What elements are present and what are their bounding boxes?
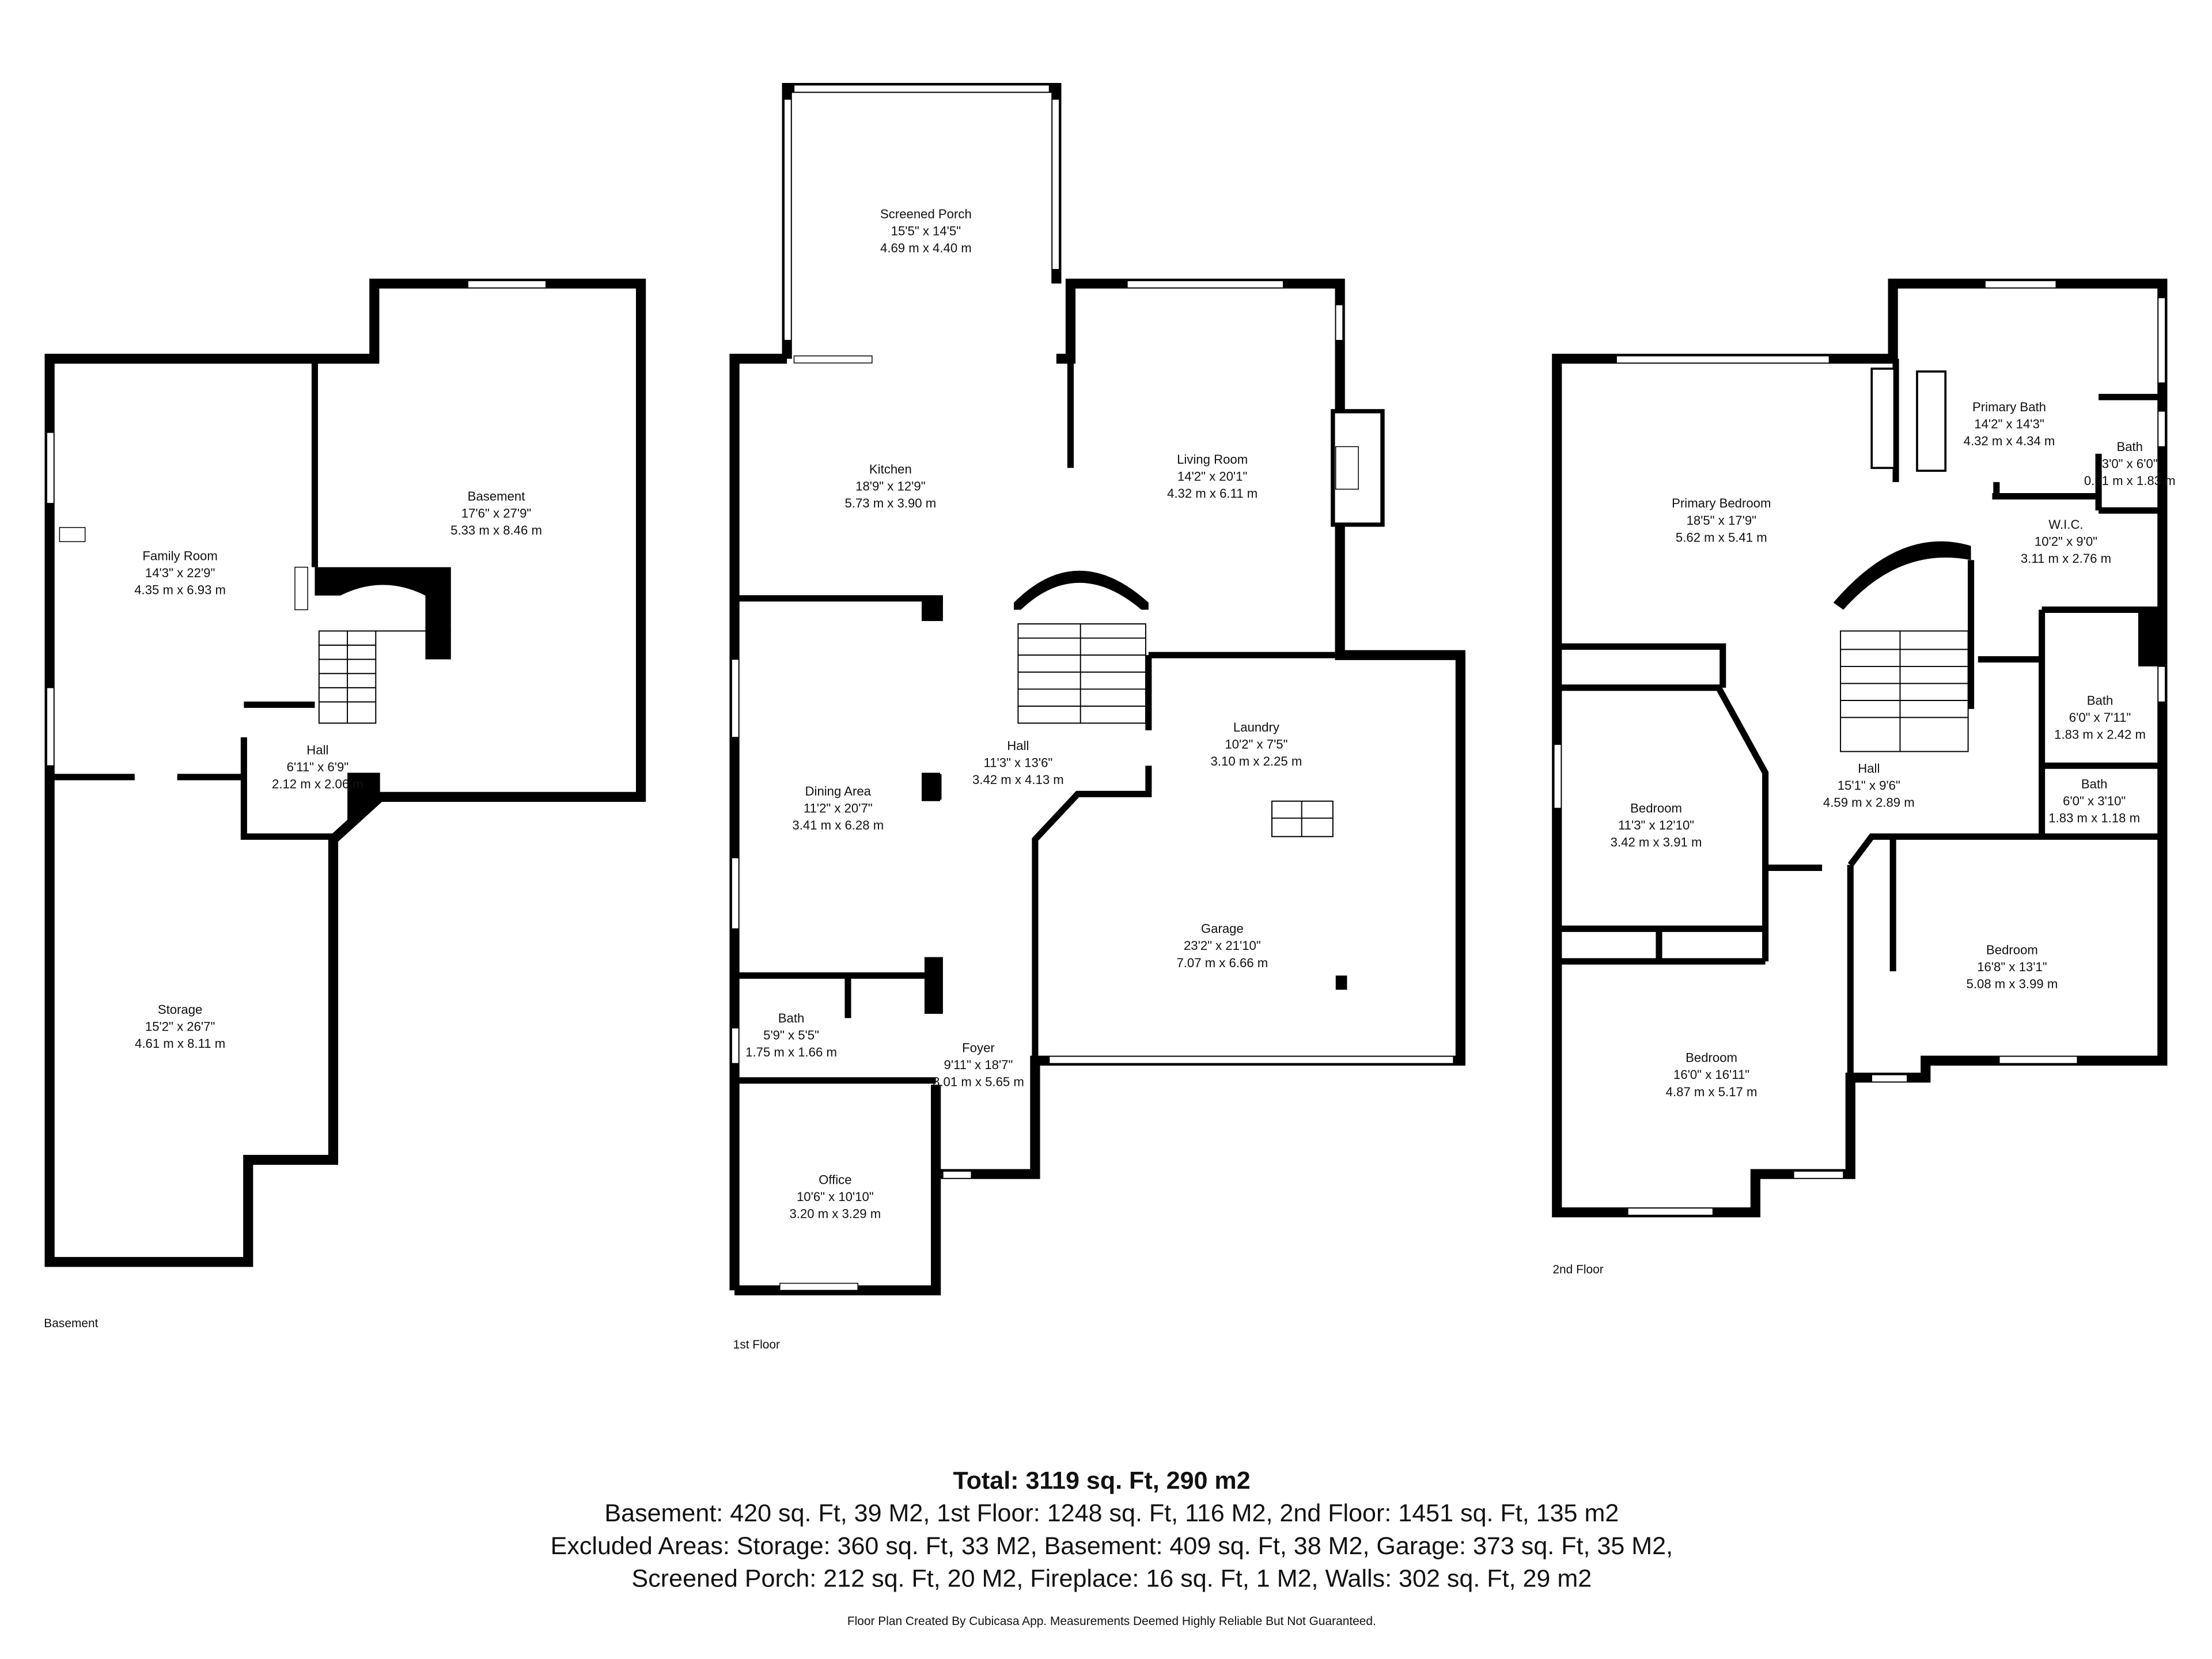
floor-areas: Basement: 420 sq. Ft, 39 M2, 1st Floor: … <box>604 1499 1619 1527</box>
floor-label-second: 2nd Floor <box>1552 1263 1603 1276</box>
floor-label-first: 1st Floor <box>733 1338 780 1351</box>
disclaimer: Floor Plan Created By Cubicasa App. Meas… <box>847 1615 1376 1628</box>
excluded-areas-line1: Excluded Areas: Storage: 360 sq. Ft, 33 … <box>551 1532 1673 1560</box>
second-floor-plan <box>1552 278 2168 1218</box>
first-floor-plan <box>729 83 1465 1296</box>
excluded-areas-line2: Screened Porch: 212 sq. Ft, 20 M2, Firep… <box>632 1565 1592 1592</box>
total-area: Total: 3119 sq. Ft, 290 m2 <box>953 1467 1251 1495</box>
floor-label-basement: Basement <box>44 1317 98 1330</box>
room-label-wic: W.I.C.10'2" x 9'0"3.11 m x 2.76 m <box>2021 517 2111 566</box>
basement-plan <box>44 278 646 1267</box>
